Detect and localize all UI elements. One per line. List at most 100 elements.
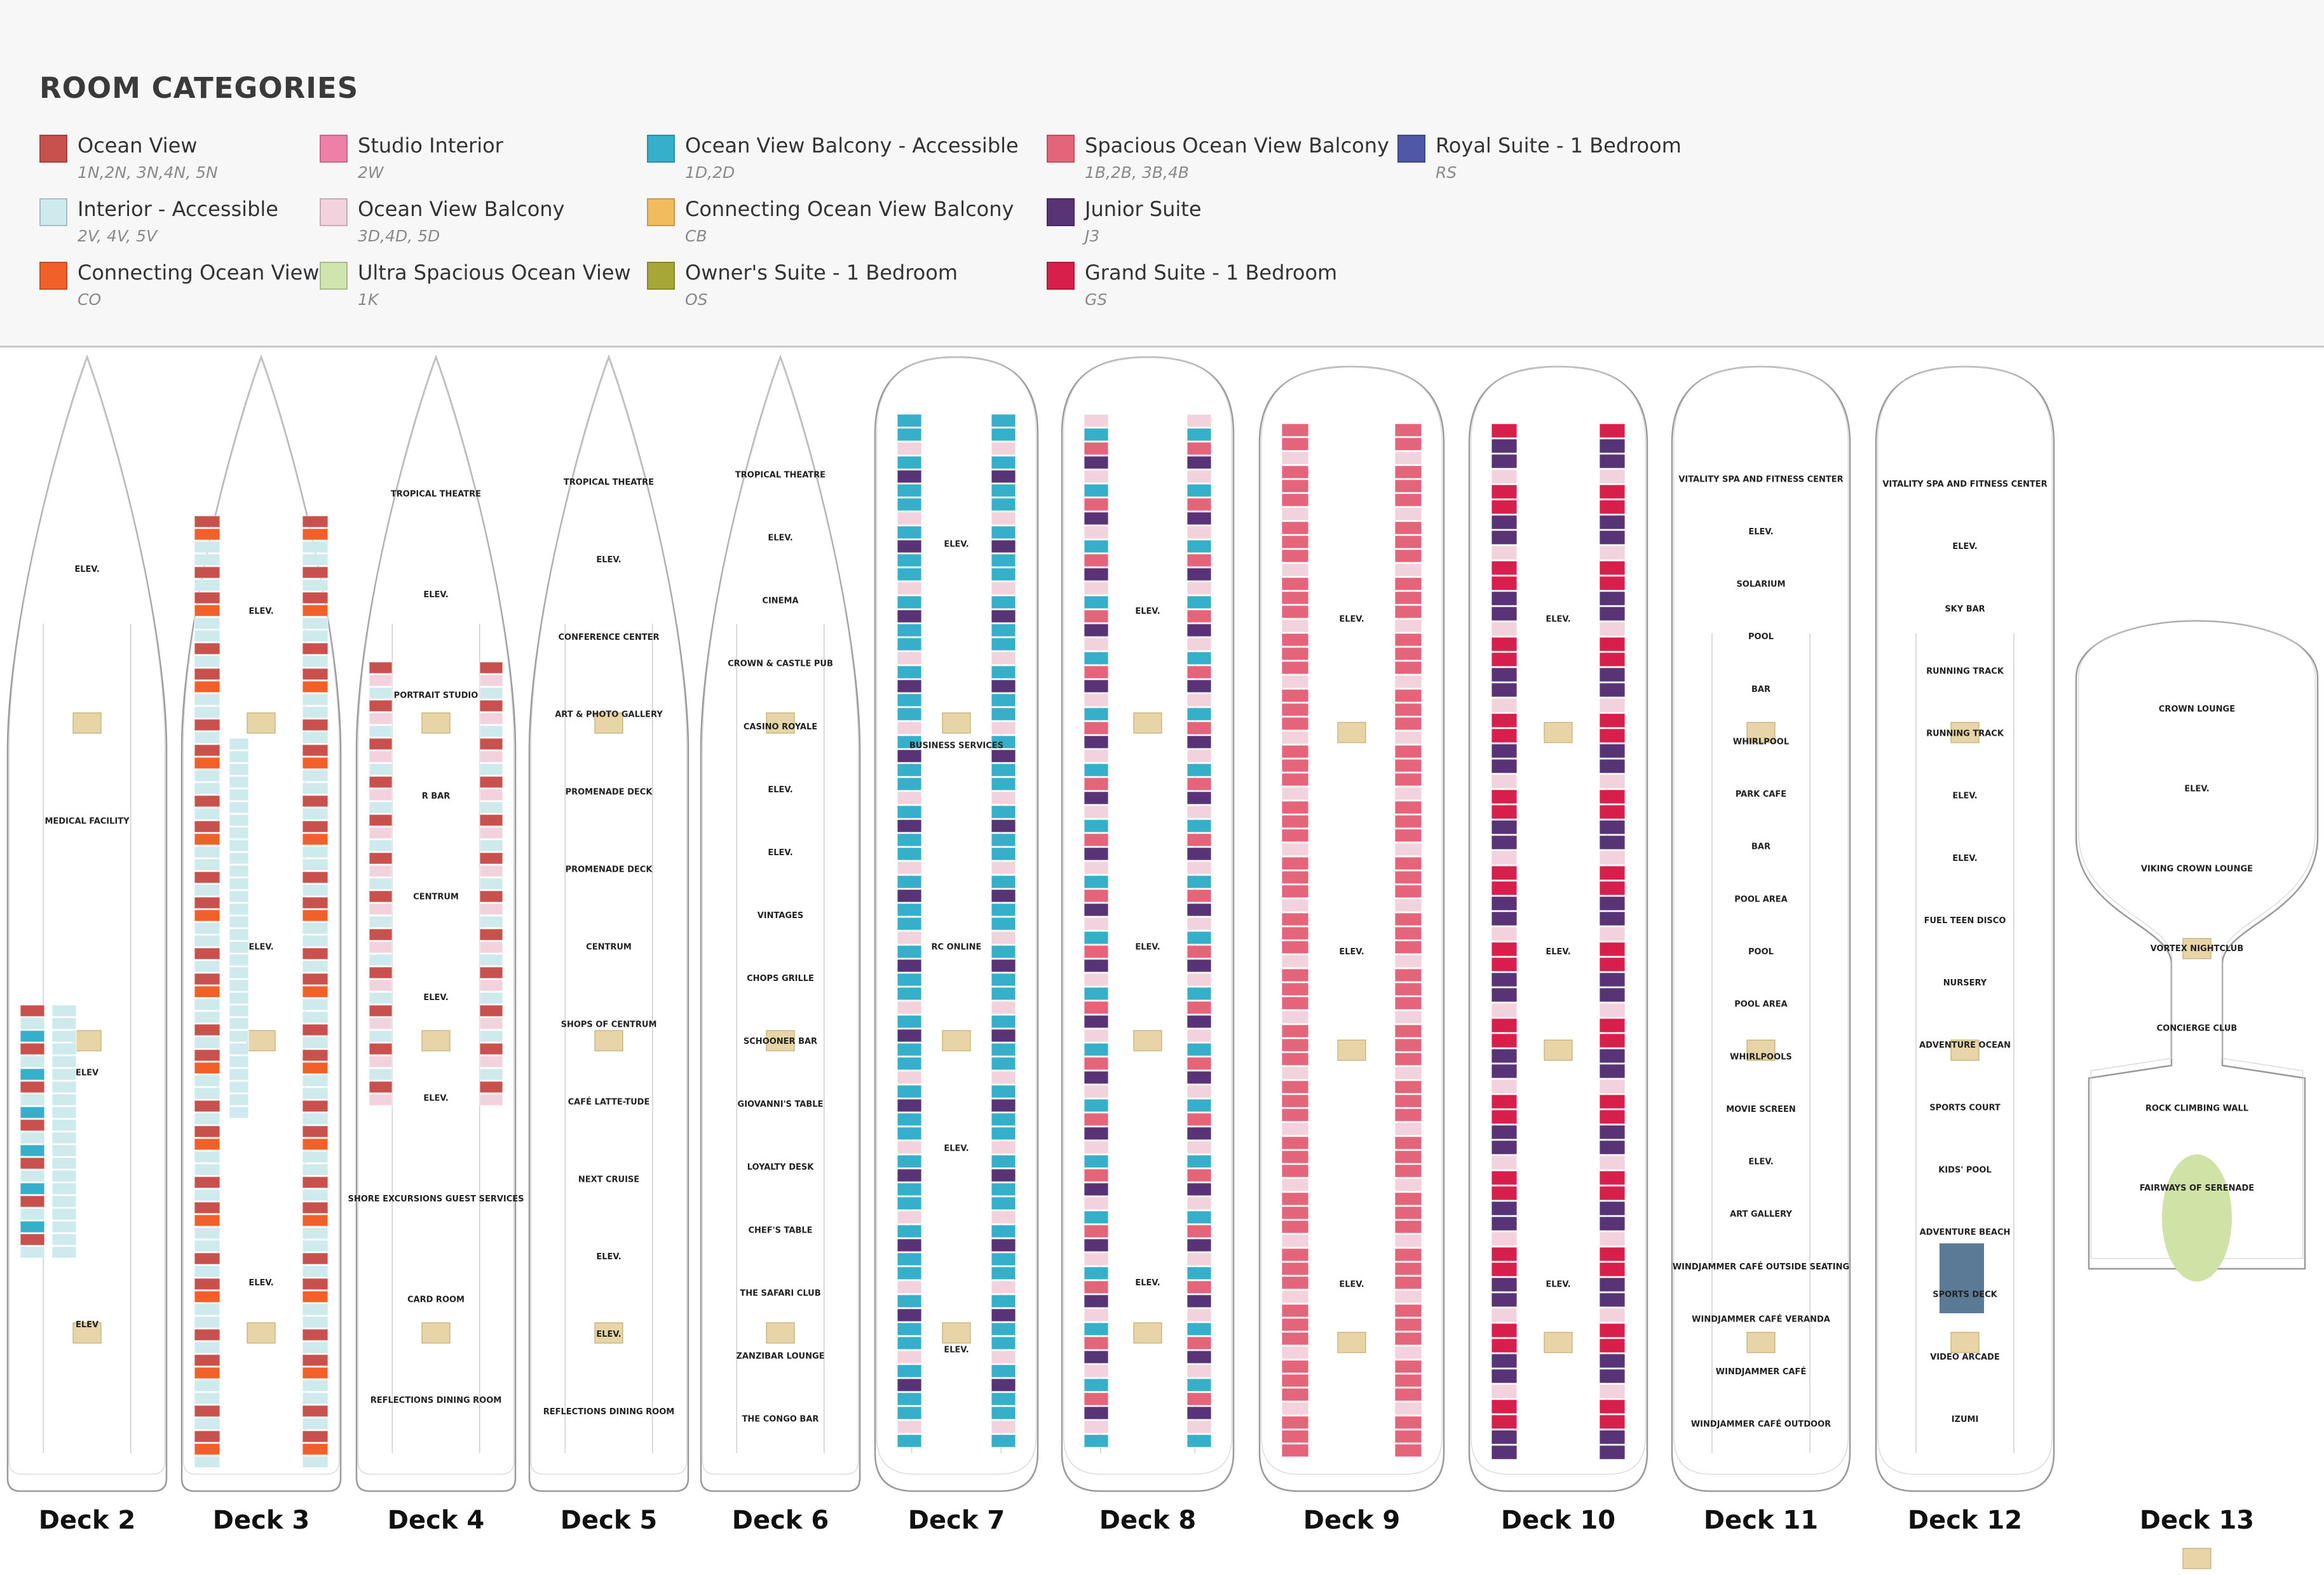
place-label: ELEV. <box>596 1330 621 1339</box>
cabin <box>1394 535 1422 549</box>
stairwell <box>1950 1332 1980 1353</box>
cabin <box>369 814 393 827</box>
cabin <box>229 827 249 839</box>
cabin <box>1491 1033 1518 1048</box>
cabin <box>1491 423 1518 438</box>
cabin <box>1186 1224 1212 1238</box>
cabin <box>194 642 221 655</box>
cabin <box>1394 787 1422 801</box>
cabin <box>991 749 1016 763</box>
cabin <box>1084 1280 1109 1294</box>
legend-swatch <box>39 135 67 163</box>
stairwell <box>1746 1039 1776 1061</box>
stairwell <box>1133 1030 1162 1051</box>
cabin <box>229 941 249 954</box>
cabin <box>1084 1252 1109 1266</box>
cabin <box>897 959 922 973</box>
place-label: TROPICAL THEATRE <box>564 478 654 487</box>
cabin <box>991 1182 1016 1196</box>
cabin <box>1281 689 1309 703</box>
cabin <box>194 1316 221 1328</box>
cabin <box>1599 1277 1626 1292</box>
cabin <box>1599 713 1626 728</box>
cabin <box>897 805 922 819</box>
cabin <box>1491 469 1518 484</box>
cabin <box>1394 1276 1422 1290</box>
cabin <box>1599 1292 1626 1308</box>
cabin <box>1084 1434 1109 1448</box>
cabin <box>1281 437 1309 451</box>
cabin <box>1394 842 1422 856</box>
cabin <box>1281 898 1309 912</box>
cabin <box>897 819 922 833</box>
cabin <box>479 738 503 750</box>
cabin <box>194 1112 221 1125</box>
cabin <box>1491 1247 1518 1262</box>
place-label: WINDJAMMER CAFÉ VERANDA <box>1692 1314 1830 1324</box>
place-label: CENTRUM <box>413 892 459 902</box>
cabin <box>1281 1318 1309 1332</box>
cabin <box>479 941 503 954</box>
cabin <box>991 833 1016 847</box>
stairwell <box>247 712 276 734</box>
cabin <box>897 1322 922 1336</box>
cabin <box>1084 1420 1109 1434</box>
stairwell <box>594 1030 623 1051</box>
cabin <box>1084 833 1109 847</box>
stairwell <box>766 1030 795 1051</box>
cabin <box>194 1341 221 1354</box>
cabin <box>1599 896 1626 911</box>
cabin <box>897 721 922 735</box>
cabin <box>194 706 221 719</box>
cabin <box>302 553 329 566</box>
cabin <box>20 1093 45 1106</box>
cabin <box>194 1328 221 1341</box>
place-label: ELEV. <box>248 943 273 952</box>
cabin <box>1281 1178 1309 1192</box>
place-label: ZANZIBAR LOUNGE <box>737 1351 825 1361</box>
cabin <box>1394 731 1422 745</box>
cabin <box>897 1238 922 1252</box>
cabin <box>1186 749 1212 763</box>
cabin <box>991 875 1016 889</box>
cabin <box>194 820 221 833</box>
cabin <box>229 1055 249 1068</box>
cabin <box>1394 968 1422 982</box>
cabin <box>1186 637 1212 651</box>
cabin <box>897 1168 922 1182</box>
cabin <box>194 1049 221 1062</box>
cabin <box>194 896 221 909</box>
cabin <box>897 1434 922 1448</box>
cabin <box>1281 996 1309 1010</box>
cabin <box>1281 828 1309 842</box>
cabin <box>1084 1336 1109 1350</box>
cabin <box>20 1055 45 1068</box>
cabin <box>1491 1445 1518 1460</box>
cabin <box>302 1354 329 1367</box>
cabin <box>369 877 393 890</box>
cabin <box>1394 1332 1422 1346</box>
cabin <box>229 738 249 750</box>
cabin <box>1394 1150 1422 1164</box>
stairwell <box>1133 1322 1162 1344</box>
cabin <box>1084 497 1109 511</box>
sports-court <box>1940 1243 1984 1313</box>
cabin <box>194 566 221 579</box>
cabin <box>991 707 1016 721</box>
legend-swatch <box>320 135 348 163</box>
cabin <box>1281 1374 1309 1388</box>
cabin <box>369 827 393 839</box>
place-label: ELEV. <box>1135 607 1160 616</box>
place-label: POOL <box>1748 632 1774 642</box>
deck-label: Deck 6 <box>731 1506 829 1535</box>
cabin <box>1084 987 1109 1001</box>
cabin <box>1491 759 1518 774</box>
cabin <box>991 1043 1016 1057</box>
cabin <box>1599 972 1626 987</box>
cabin <box>1394 577 1422 591</box>
cabin <box>302 1201 329 1214</box>
cabin <box>229 852 249 865</box>
cabin <box>1394 717 1422 731</box>
place-label: IZUMI <box>1952 1415 1979 1424</box>
cabin <box>991 1029 1016 1043</box>
